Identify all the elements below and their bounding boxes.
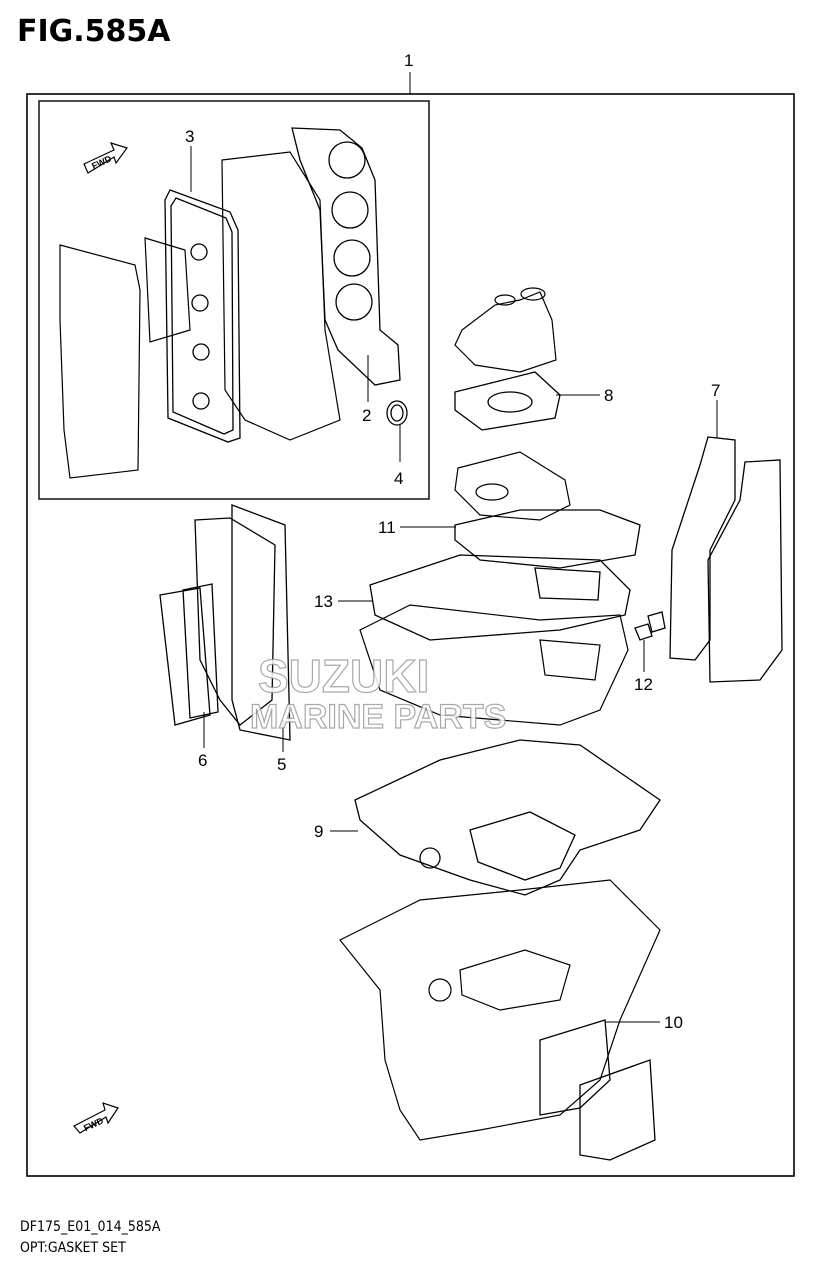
oil-pan (359, 604, 629, 726)
part-2-head-gasket (291, 127, 401, 386)
part-8-pump-gasket (454, 371, 561, 431)
part-7-exhaust-cover-gasket (669, 436, 783, 683)
svg-text:6: 6 (198, 751, 207, 770)
part-4-o-ring (386, 400, 408, 426)
fwd-arrow-icon: FWD (83, 142, 128, 174)
part-11-front-cover-gasket (454, 509, 641, 569)
intake-side-gasket (59, 237, 191, 479)
callout-2[interactable]: 2 (362, 355, 371, 425)
svg-text:13: 13 (314, 592, 333, 611)
svg-text:11: 11 (378, 518, 396, 537)
callout-3[interactable]: 3 (185, 127, 194, 192)
callout-10[interactable]: 10 (605, 1013, 683, 1032)
inner-kit-frame (38, 100, 430, 500)
callout-5[interactable]: 5 (277, 720, 286, 774)
cylinder-block-outline (221, 151, 341, 441)
svg-text:12: 12 (634, 675, 653, 694)
part-6-intake-gasket (159, 583, 219, 726)
figure-name: OPT:GASKET SET (20, 1240, 126, 1256)
part-3-cam-cover-gasket (164, 189, 241, 443)
figure-code: DF175_E01_014_585A (20, 1219, 161, 1235)
svg-text:MARINE PARTS: MARINE PARTS (250, 698, 506, 736)
svg-text:10: 10 (664, 1013, 683, 1032)
callout-7[interactable]: 7 (711, 381, 720, 438)
fwd-arrow-bottom-icon: FWD (73, 1102, 119, 1134)
svg-text:3: 3 (185, 127, 194, 146)
callout-8[interactable]: 8 (556, 386, 613, 405)
svg-text:7: 7 (711, 381, 720, 400)
part-12-small-gasket (634, 611, 666, 641)
part-9-engine-holder-gasket (354, 739, 661, 896)
figure-title: FIG.585A (17, 14, 171, 49)
callout-12[interactable]: 12 (634, 640, 653, 694)
driveshaft-housing (339, 879, 661, 1141)
water-pump-housing (454, 287, 557, 373)
svg-text:2: 2 (362, 406, 371, 425)
svg-text:8: 8 (604, 386, 613, 405)
callout-4[interactable]: 4 (394, 425, 403, 488)
svg-text:1: 1 (404, 51, 413, 70)
svg-text:4: 4 (394, 469, 403, 488)
part-5-intake-gasket (194, 504, 291, 741)
front-cover (454, 451, 571, 521)
part-13-oil-pan-gasket (369, 554, 631, 641)
svg-text:5: 5 (277, 755, 286, 774)
callout-11[interactable]: 11 (378, 518, 456, 537)
callout-1[interactable]: 1 (404, 51, 413, 94)
watermark: SUZUKI MARINE PARTS (249, 649, 506, 736)
callout-9[interactable]: 9 (314, 822, 358, 841)
callout-6[interactable]: 6 (198, 712, 207, 770)
callout-13[interactable]: 13 (314, 592, 372, 611)
part-10-housing-gasket (539, 1019, 656, 1161)
svg-text:SUZUKI: SUZUKI (258, 650, 429, 702)
svg-text:9: 9 (314, 822, 323, 841)
